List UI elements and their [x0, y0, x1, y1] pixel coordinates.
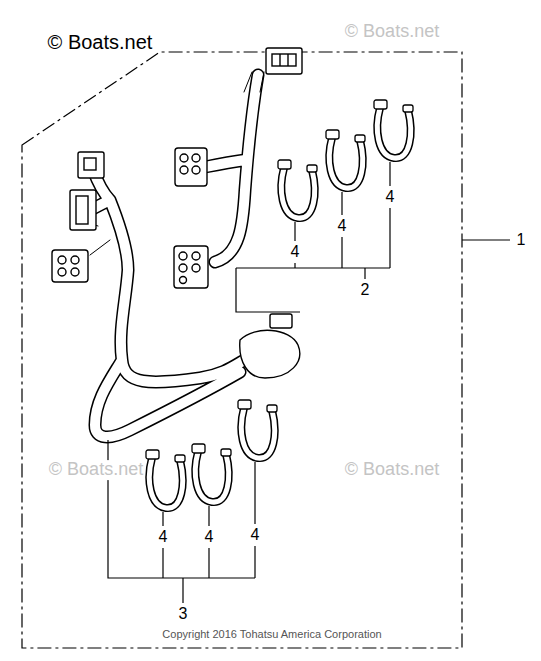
callout-number: 4 [289, 243, 302, 261]
wire-harness [80, 72, 264, 437]
watermark: © Boats.net [343, 22, 441, 42]
callout-number: 3 [177, 605, 190, 623]
wire-clips [146, 100, 413, 508]
callout-number: 4 [249, 526, 262, 544]
kit-frame [22, 52, 462, 648]
copyright-note: Copyright 2016 Tohatsu America Corporati… [160, 628, 383, 640]
watermark: © Boats.net [343, 460, 441, 480]
callout-number: 4 [336, 217, 349, 235]
leader-lines [108, 162, 390, 603]
watermark: © Boats.net [46, 31, 155, 53]
callout-number: 2 [359, 281, 372, 299]
callout-number: 1 [515, 231, 528, 249]
callout-number: 4 [384, 188, 397, 206]
connectors [52, 48, 302, 378]
callout-number: 4 [203, 528, 216, 546]
callout-number: 4 [157, 528, 170, 546]
watermark: © Boats.net [47, 460, 145, 480]
